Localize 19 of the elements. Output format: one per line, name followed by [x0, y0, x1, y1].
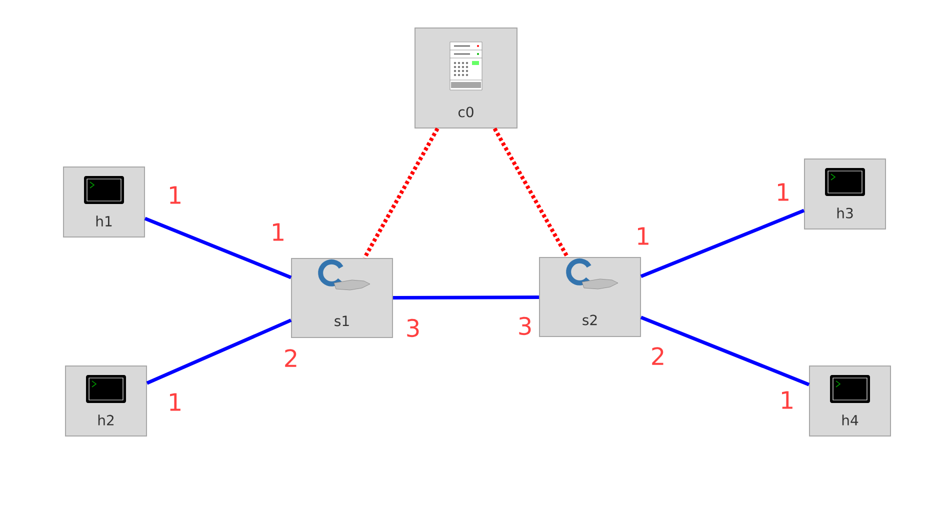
link-line [640, 316, 810, 386]
link-line [393, 295, 540, 300]
port-number: 2 [652, 347, 664, 365]
switch-box: s2 [539, 257, 641, 337]
port-number: 1 [782, 391, 792, 409]
port-number: 3 [519, 316, 531, 336]
port-number: 1 [778, 183, 788, 201]
port-number: 1 [638, 227, 648, 245]
link-line [640, 208, 805, 278]
link-line [144, 216, 292, 280]
port-number: 1 [170, 393, 180, 411]
link-line [146, 318, 292, 385]
port-number: 2 [285, 349, 296, 367]
port-number: 1 [273, 223, 284, 241]
link-line [492, 128, 570, 258]
link-line [362, 128, 440, 259]
port-number: 3 [407, 318, 419, 338]
port-number: 1 [170, 186, 180, 204]
switch-box: s1 [291, 258, 393, 338]
